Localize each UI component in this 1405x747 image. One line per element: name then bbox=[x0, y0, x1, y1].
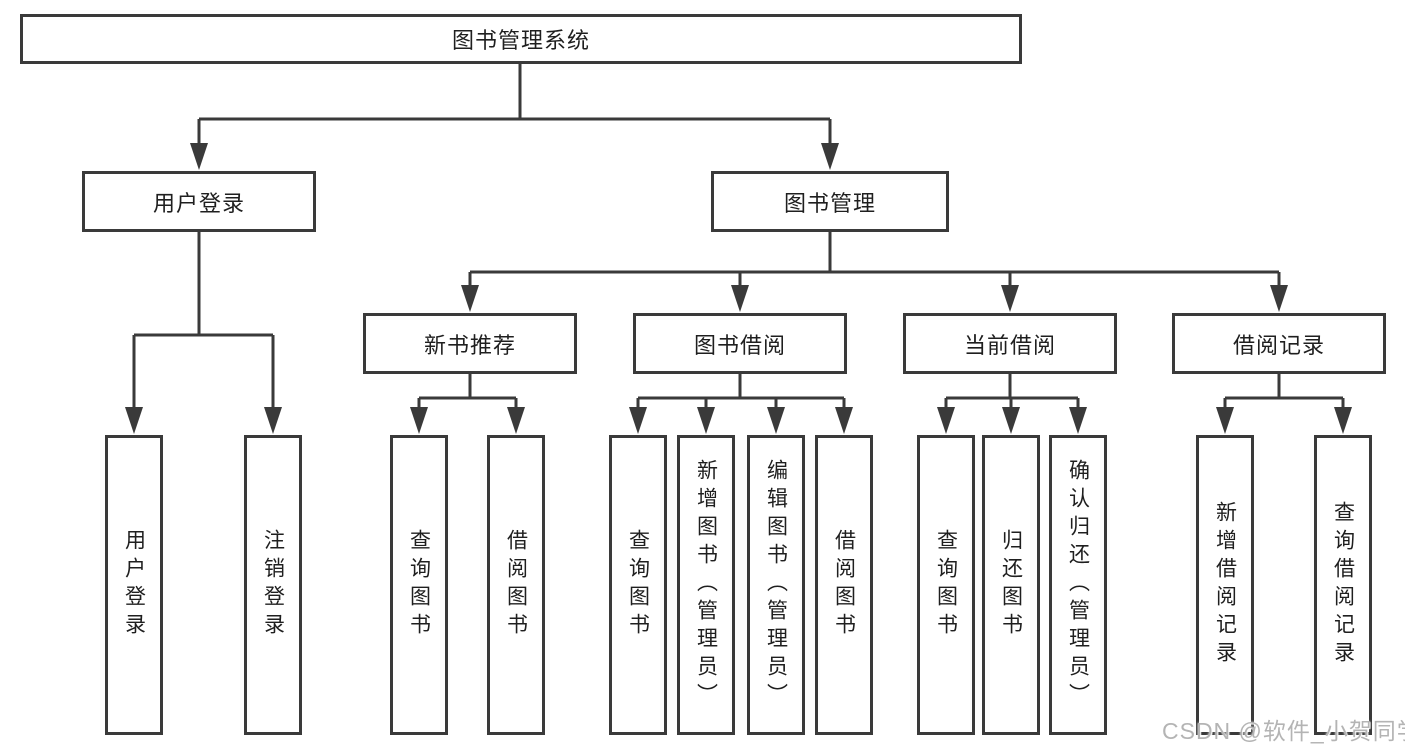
node-label: 新增图书（管理员） bbox=[694, 459, 718, 711]
node-user-login-action: 用户登录 bbox=[105, 435, 163, 735]
node-logout: 注销登录 bbox=[244, 435, 302, 735]
node-label: 图书借阅 bbox=[693, 332, 786, 358]
node-new-book-recommend: 新书推荐 bbox=[363, 313, 577, 374]
node-label: 注销登录 bbox=[261, 529, 285, 641]
node-label: 借阅图书 bbox=[832, 529, 856, 641]
node-label: 用户登录 bbox=[122, 529, 146, 641]
node-confirm-return-admin: 确认归还（管理员） bbox=[1049, 435, 1107, 735]
node-label: 当前借阅 bbox=[963, 332, 1056, 358]
node-label: 新增借阅记录 bbox=[1213, 501, 1237, 669]
node-label: 用户登录 bbox=[152, 190, 245, 216]
node-query-books-recommend: 查询图书 bbox=[390, 435, 448, 735]
node-label: 编辑图书（管理员） bbox=[764, 459, 788, 711]
node-add-borrow-record: 新增借阅记录 bbox=[1196, 435, 1254, 735]
node-label: 归还图书 bbox=[999, 529, 1023, 641]
node-label: 新书推荐 bbox=[423, 332, 516, 358]
node-user-login: 用户登录 bbox=[82, 171, 316, 232]
node-label: 查询图书 bbox=[407, 529, 431, 641]
node-label: 借阅图书 bbox=[504, 529, 528, 641]
node-label: 图书管理系统 bbox=[451, 28, 590, 53]
node-book-management: 图书管理 bbox=[711, 171, 949, 232]
node-query-books-current: 查询图书 bbox=[917, 435, 975, 735]
node-label: 查询借阅记录 bbox=[1331, 501, 1355, 669]
node-query-borrow-record: 查询借阅记录 bbox=[1314, 435, 1372, 735]
node-add-book-admin: 新增图书（管理员） bbox=[677, 435, 735, 735]
node-return-books: 归还图书 bbox=[982, 435, 1040, 735]
csdn-watermark: CSDN @软件_小贺同学 bbox=[1162, 718, 1405, 744]
node-borrow-books-recommend: 借阅图书 bbox=[487, 435, 545, 735]
node-edit-book-admin: 编辑图书（管理员） bbox=[747, 435, 805, 735]
node-label: 查询图书 bbox=[934, 529, 958, 641]
node-label: 图书管理 bbox=[783, 190, 876, 216]
arrowheads bbox=[125, 143, 1352, 434]
node-label: 借阅记录 bbox=[1232, 332, 1325, 358]
node-book-borrowing: 图书借阅 bbox=[633, 313, 847, 374]
node-label: 查询图书 bbox=[626, 529, 650, 641]
node-borrowing-records: 借阅记录 bbox=[1172, 313, 1386, 374]
node-current-borrowing: 当前借阅 bbox=[903, 313, 1117, 374]
node-label: 确认归还（管理员） bbox=[1066, 459, 1090, 711]
node-query-books-borrow: 查询图书 bbox=[609, 435, 667, 735]
node-system-root: 图书管理系统 bbox=[20, 14, 1022, 64]
node-borrow-books: 借阅图书 bbox=[815, 435, 873, 735]
